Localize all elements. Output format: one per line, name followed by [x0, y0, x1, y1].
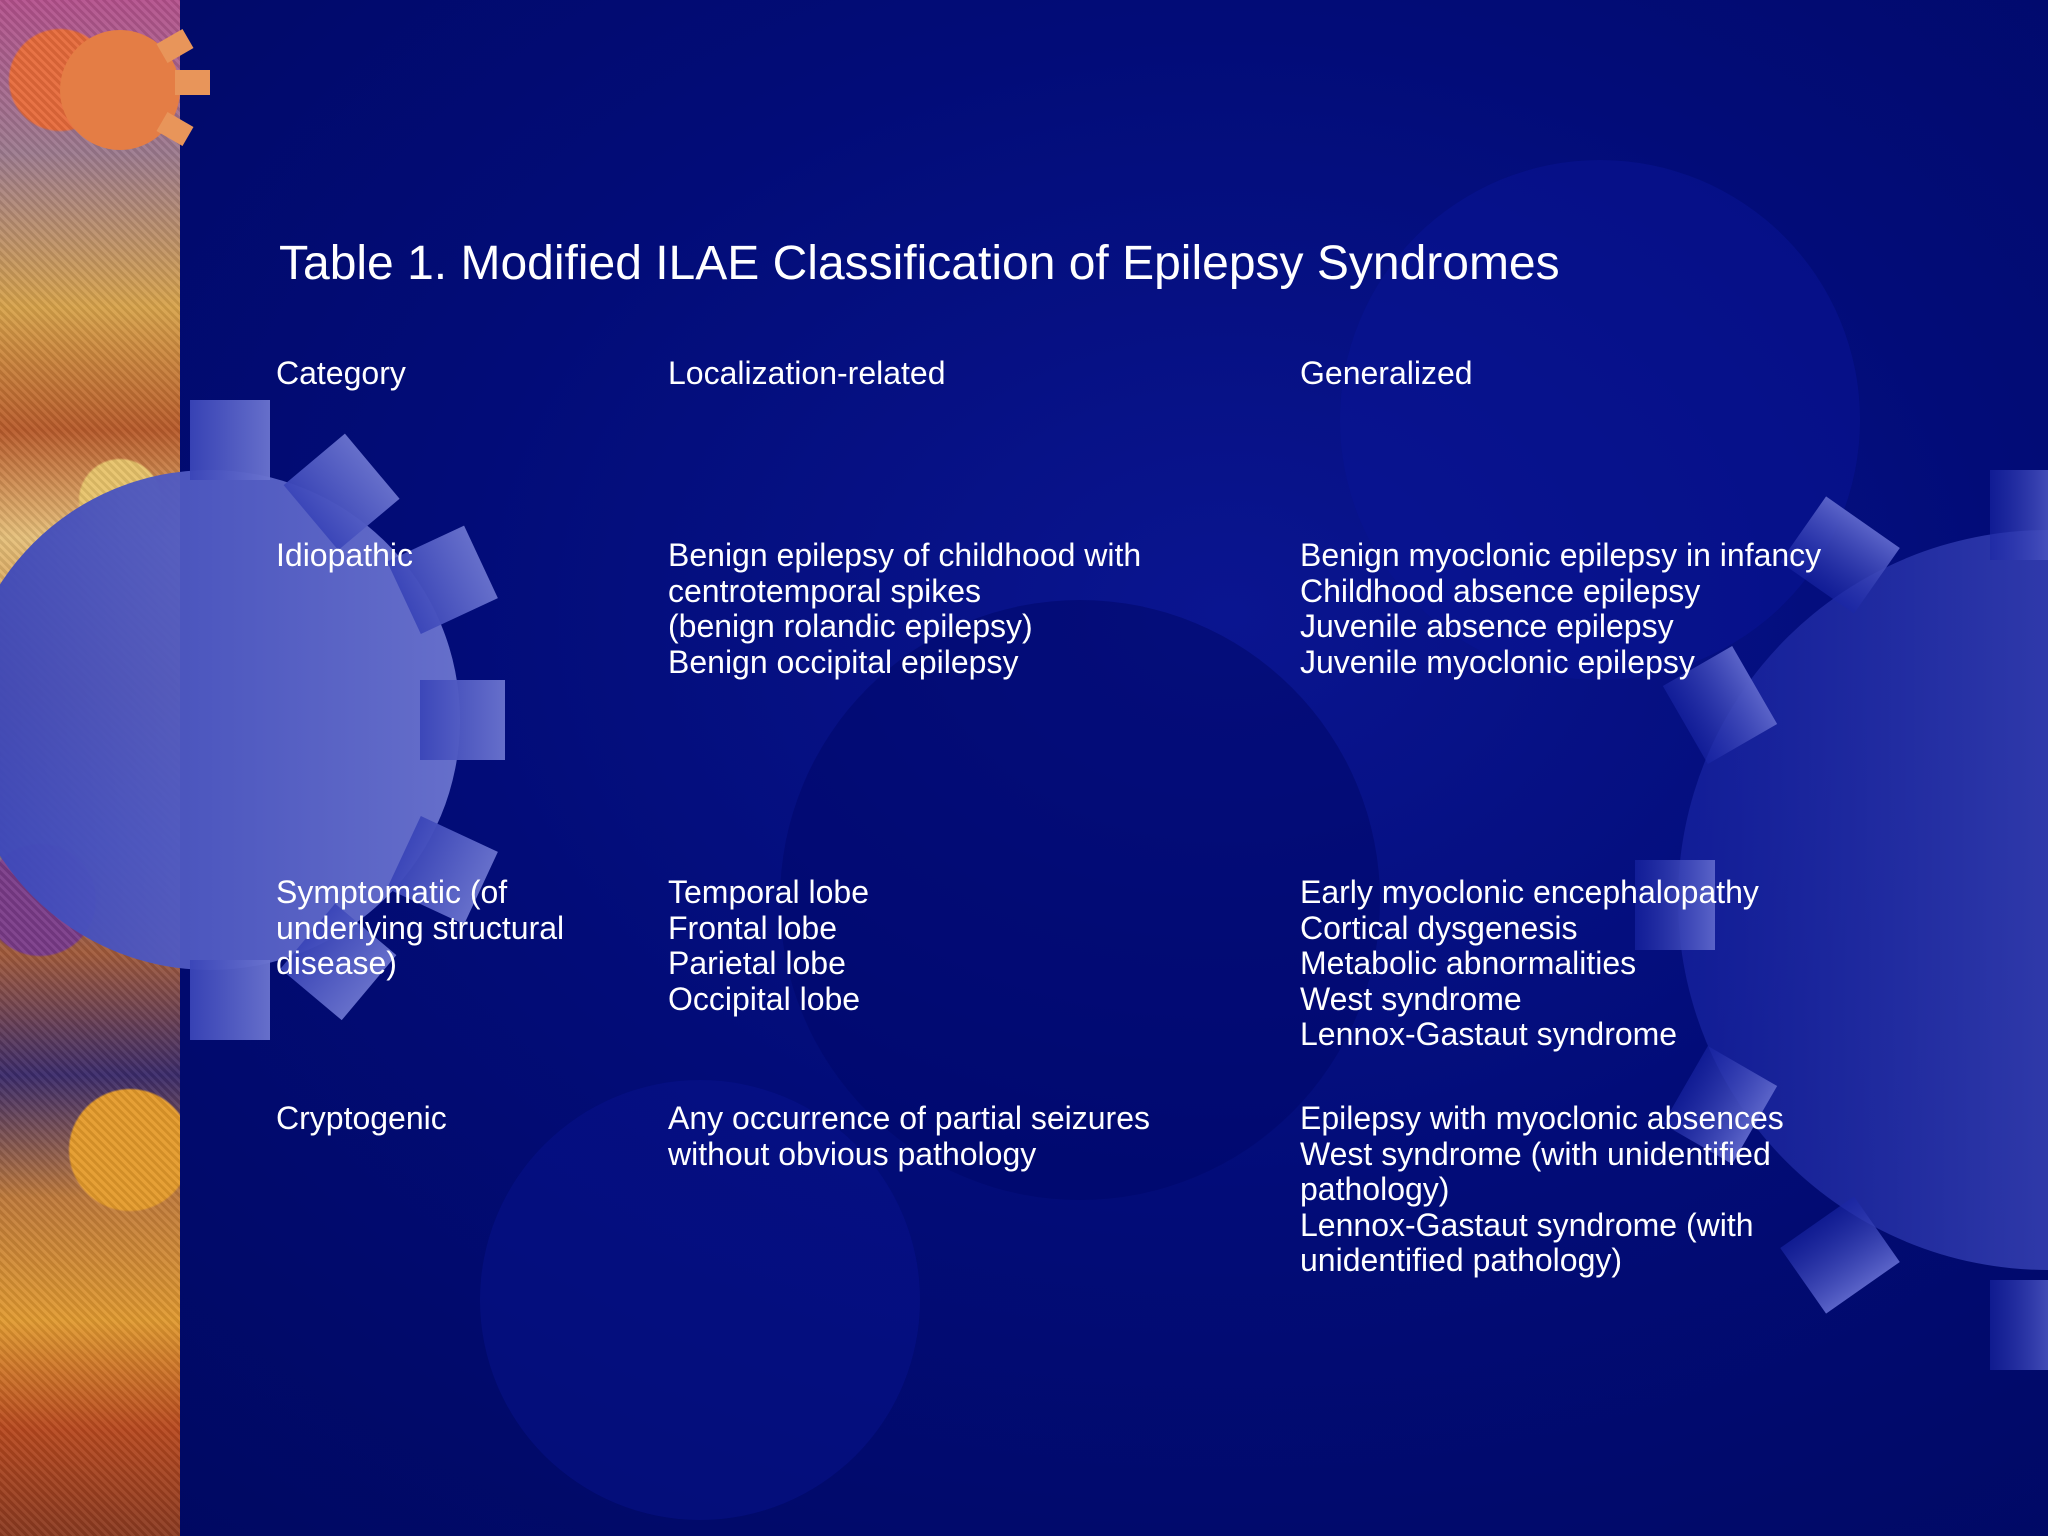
faint-gear-icon [1340, 160, 1860, 680]
row-idiopathic-localization: Benign epilepsy of childhood with centro… [668, 537, 1142, 680]
row-idiopathic-category: Idiopathic [276, 537, 413, 573]
row-symptomatic-localization: Temporal lobe Frontal lobe Parietal lobe… [668, 874, 869, 1017]
column-header-localization: Localization-related [668, 355, 946, 391]
column-header-generalized: Generalized [1300, 355, 1473, 391]
row-idiopathic-generalized: Benign myoclonic epilepsy in infancy Chi… [1300, 537, 1822, 680]
row-symptomatic-category: Symptomatic (of underlying structural di… [276, 874, 565, 981]
row-cryptogenic-generalized: Epilepsy with myoclonic absences West sy… [1300, 1100, 1784, 1278]
right-gear-icon [1635, 470, 2048, 1370]
left-gear-icon [0, 400, 505, 1040]
column-header-category: Category [276, 355, 406, 391]
slide-title: Table 1. Modified ILAE Classification of… [279, 237, 1560, 290]
row-symptomatic-generalized: Early myoclonic encephalopathy Cortical … [1300, 874, 1759, 1052]
faint-gear-icon [780, 600, 1380, 1200]
row-cryptogenic-category: Cryptogenic [276, 1100, 447, 1136]
row-cryptogenic-localization: Any occurrence of partial seizures witho… [668, 1100, 1150, 1172]
orange-gear-icon [60, 28, 210, 150]
faint-gear-icon [480, 1080, 920, 1520]
